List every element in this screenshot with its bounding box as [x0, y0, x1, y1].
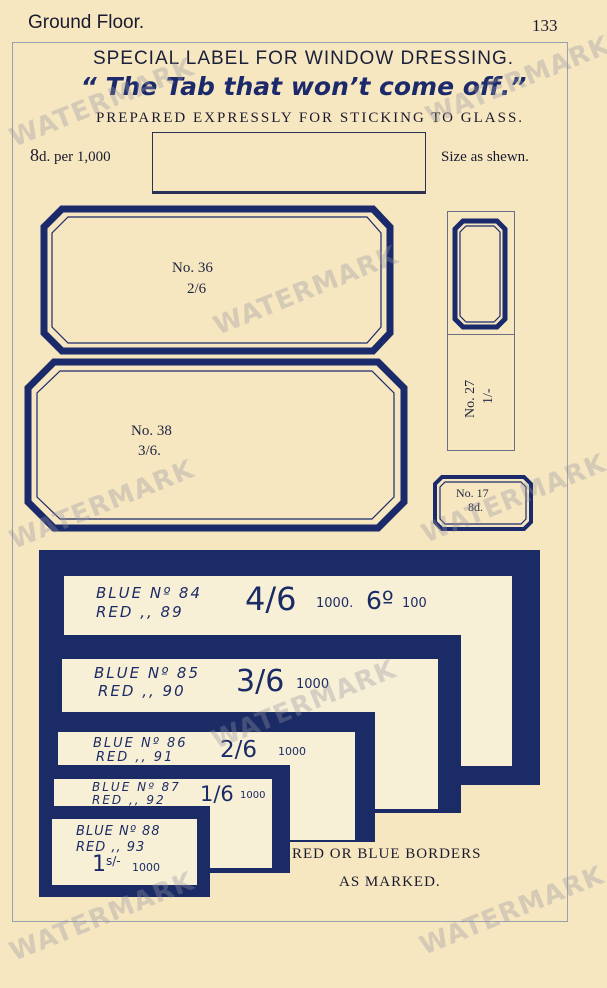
- banner-no88: [39, 806, 210, 897]
- banner-no84-qty2: 100: [402, 596, 427, 611]
- banner-no84-qty: 1000.: [316, 596, 354, 611]
- label-no17-price: 8d.: [468, 500, 483, 514]
- label-no36-number: No. 36: [172, 260, 213, 276]
- tab-price-rest: d. per 1,000: [39, 149, 111, 165]
- page-frame: [12, 42, 568, 922]
- banner-no88-price: 1: [92, 852, 106, 877]
- banner-no84-price: 4/6: [245, 580, 297, 618]
- banner-no88-line1: BLUE Nº 88: [76, 824, 161, 839]
- borders-note-line2: AS MARKED.: [339, 874, 441, 890]
- banner-no84-line1: BLUE Nº 84: [96, 584, 203, 602]
- banner-no87-price: 1/6: [200, 782, 234, 806]
- label-no38-price: 3/6.: [138, 443, 161, 459]
- page-number: 133: [532, 16, 558, 35]
- banner-no85-line1: BLUE Nº 85: [94, 664, 201, 682]
- banner-no84-line2: RED ,, 89: [96, 603, 184, 621]
- label-no36: No. 36 2/6: [40, 205, 394, 355]
- label-no27-number: No. 27: [463, 380, 478, 418]
- label-no27-divider: [448, 334, 514, 335]
- label-no27-sample: [452, 218, 508, 330]
- banner-no88-line2: RED ,, 93: [76, 840, 146, 855]
- label-no27-frame: [447, 211, 515, 451]
- banner-no88-qty: 1000: [132, 861, 160, 874]
- label-no17: No. 17 8d.: [433, 475, 533, 531]
- subtitle: PREPARED EXPRESSLY FOR STICKING TO GLASS…: [95, 110, 525, 126]
- banner-no86-price: 2/6: [220, 737, 258, 763]
- banner-no86-line2: RED ,, 91: [96, 750, 175, 765]
- banner-no88-panel: [51, 818, 198, 886]
- section-header: Ground Floor.: [28, 12, 145, 33]
- label-no38: No. 38 3/6.: [24, 358, 408, 532]
- page-title: SPECIAL LABEL FOR WINDOW DRESSING.: [92, 48, 515, 69]
- banner-no87-line2: RED ,, 92: [92, 793, 166, 807]
- label-no27-text: No. 27 1/-: [463, 380, 496, 418]
- label-no38-number: No. 38: [131, 423, 172, 439]
- banner-no86-line1: BLUE Nº 86: [93, 736, 188, 751]
- label-no36-price: 2/6: [187, 281, 207, 297]
- tab-sample-box: [152, 132, 426, 194]
- banner-no85-qty: 1000: [296, 677, 330, 692]
- banner-no86-qty: 1000: [278, 745, 306, 758]
- slogan: “ The Tab that won’t come off.”: [80, 72, 527, 101]
- banner-no84-price2: 6º: [366, 586, 394, 615]
- banner-no85-price: 3/6: [236, 664, 285, 699]
- banner-no87-line1: BLUE Nº 87: [92, 780, 181, 794]
- banner-no88-price-sup: s/-: [106, 854, 121, 868]
- banner-no87-qty: 1000: [240, 790, 266, 801]
- label-no17-number: No. 17: [456, 486, 489, 500]
- tab-price-prefix: 8: [30, 145, 39, 165]
- label-no27-price: 1/-: [481, 388, 496, 404]
- size-note: Size as shewn.: [441, 149, 529, 165]
- banner-no85-line2: RED ,, 90: [98, 682, 186, 700]
- borders-note-line1: RED OR BLUE BORDERS: [292, 846, 482, 862]
- tab-price: 8d. per 1,000: [30, 145, 111, 166]
